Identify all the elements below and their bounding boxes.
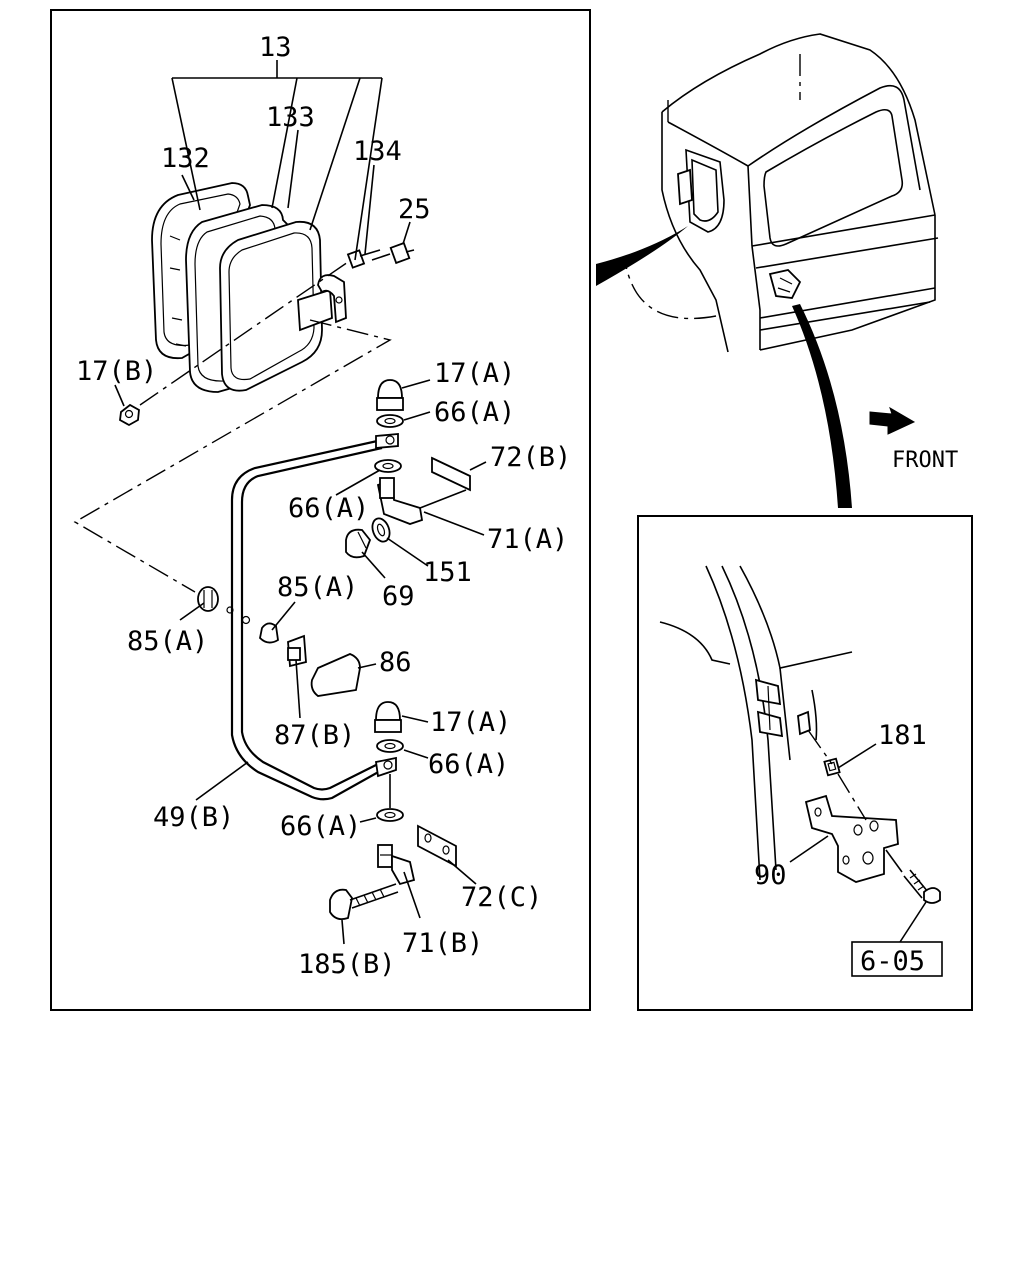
leader-swoosh-left bbox=[596, 226, 688, 286]
label-134: 134 bbox=[353, 136, 402, 167]
label-181: 181 bbox=[878, 720, 927, 751]
label-69: 69 bbox=[382, 581, 415, 612]
right-panel: 181 90 6-05 bbox=[637, 515, 973, 1011]
cap-nut-17a-top bbox=[376, 379, 404, 411]
label-151: 151 bbox=[423, 557, 472, 588]
nut-17b bbox=[119, 403, 140, 427]
bracket-90 bbox=[804, 794, 899, 883]
clip-87b bbox=[287, 634, 307, 668]
label-72c: 72(C) bbox=[461, 882, 542, 913]
screw-25 bbox=[371, 241, 415, 265]
label-17a-top: 17(A) bbox=[434, 358, 515, 389]
label-72b: 72(B) bbox=[490, 442, 571, 473]
front-label: FRONT bbox=[892, 448, 958, 473]
screw-134 bbox=[346, 249, 381, 269]
label-133: 133 bbox=[266, 102, 315, 133]
stay-rod-49b bbox=[230, 438, 383, 801]
bracket-71b bbox=[377, 844, 416, 886]
washer-66a-3 bbox=[376, 739, 404, 753]
front-arrow-icon bbox=[869, 406, 916, 435]
label-132: 132 bbox=[161, 143, 210, 174]
bolt-6-05 bbox=[903, 869, 941, 904]
label-90: 90 bbox=[754, 860, 787, 891]
label-66a-2: 66(A) bbox=[288, 493, 369, 524]
leader-lines-left bbox=[114, 60, 487, 945]
left-panel-frame bbox=[50, 9, 591, 1011]
label-17b: 17(B) bbox=[76, 356, 157, 387]
label-71a: 71(A) bbox=[487, 524, 568, 555]
mirror-assembly bbox=[151, 182, 347, 393]
left-panel: 13 133 132 134 25 17(B) 17(A) 66(A) 72(B… bbox=[50, 9, 591, 1011]
label-49b: 49(B) bbox=[153, 802, 234, 833]
washer-151 bbox=[371, 517, 391, 543]
cover-86 bbox=[310, 653, 361, 697]
mirror-glass-134 bbox=[219, 220, 323, 392]
washer-66a-1 bbox=[376, 414, 404, 428]
grommet-85a-left bbox=[197, 586, 219, 612]
mirror-hinge bbox=[317, 274, 347, 324]
cap-nut-17a-bottom bbox=[374, 701, 402, 733]
label-13: 13 bbox=[259, 32, 292, 63]
plate-72c bbox=[417, 824, 457, 868]
cap-nut-69 bbox=[345, 528, 372, 559]
label-25: 25 bbox=[398, 194, 431, 225]
washer-66a-4 bbox=[376, 808, 404, 822]
label-66a-3: 66(A) bbox=[428, 749, 509, 780]
vehicle-bracket bbox=[768, 269, 802, 299]
label-185b: 185(B) bbox=[298, 949, 396, 980]
ref-label-6-05: 6-05 bbox=[860, 946, 925, 977]
plate-72b bbox=[431, 456, 471, 492]
side-window bbox=[685, 148, 725, 233]
right-panel-frame bbox=[637, 515, 973, 1011]
label-85a-right: 85(A) bbox=[277, 572, 358, 603]
washer-66a-2 bbox=[374, 459, 402, 473]
label-17a-bottom: 17(A) bbox=[430, 707, 511, 738]
leader-swoosh-right bbox=[792, 304, 852, 508]
ref-box bbox=[851, 941, 943, 977]
bracket-71a bbox=[376, 477, 467, 525]
vehicle-rear-view: FRONT bbox=[596, 33, 958, 508]
label-66a-4: 66(A) bbox=[280, 811, 361, 842]
vehicle-mirror bbox=[677, 168, 693, 206]
bolt-185b bbox=[329, 883, 399, 921]
rear-window bbox=[763, 108, 904, 247]
label-71b: 71(B) bbox=[402, 928, 483, 959]
label-66a-1: 66(A) bbox=[434, 397, 515, 428]
label-86: 86 bbox=[379, 647, 412, 678]
label-85a-left: 85(A) bbox=[127, 626, 208, 657]
label-87b: 87(B) bbox=[274, 720, 355, 751]
nut-181 bbox=[823, 757, 841, 777]
